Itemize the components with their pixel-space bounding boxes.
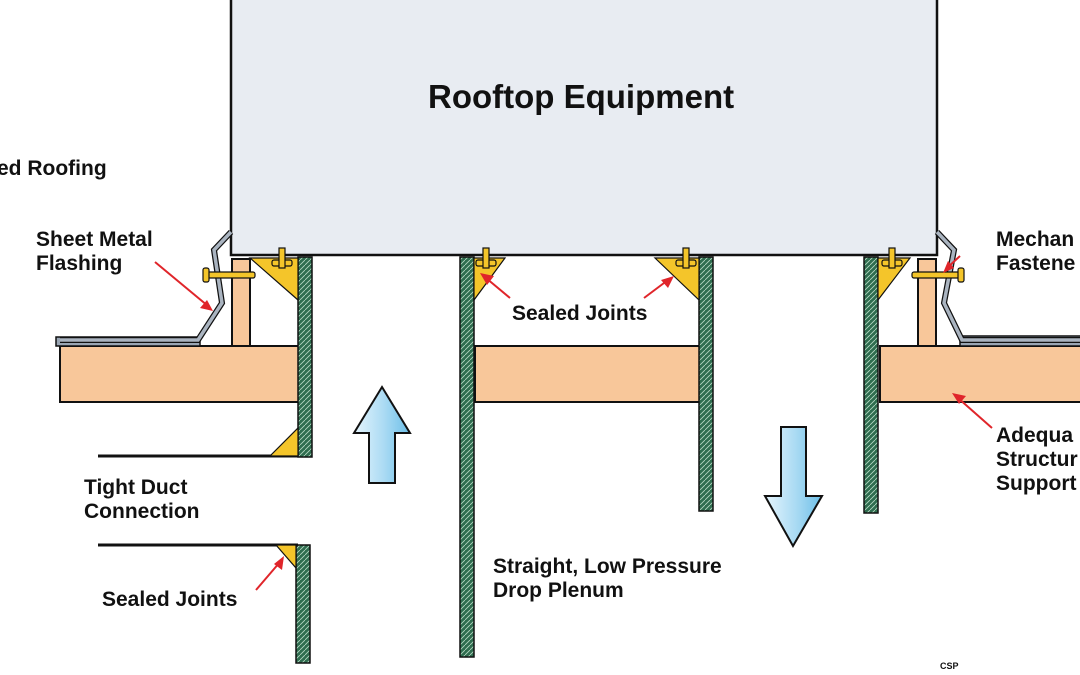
label-sealed-joints-bottom: Sealed Joints bbox=[102, 588, 238, 611]
airflow-return-arrow bbox=[763, 426, 824, 549]
label-roofing: ed Roofing bbox=[0, 157, 107, 180]
duct-wall-left bbox=[297, 256, 313, 458]
label-fasteners: Mechan Fastene bbox=[996, 228, 1076, 275]
label-flashing: Sheet Metal Flashing bbox=[36, 228, 153, 275]
plenum-wall-right bbox=[698, 256, 714, 512]
label-sealed-joints-top: Sealed Joints bbox=[512, 302, 648, 325]
roof-deck-right bbox=[879, 345, 1080, 403]
fastener-left bbox=[202, 267, 256, 283]
airflow-supply-arrow bbox=[352, 385, 412, 484]
equipment-title: Rooftop Equipment bbox=[428, 78, 735, 115]
plenum-wall-left bbox=[459, 256, 475, 658]
roof-deck-center bbox=[474, 345, 701, 403]
duct-wall-right bbox=[863, 256, 879, 514]
label-structural-support: Adequa Structur Support bbox=[996, 424, 1078, 495]
curb-right bbox=[917, 258, 937, 347]
credit-text: CSP bbox=[940, 661, 959, 671]
brackets bbox=[271, 247, 903, 269]
label-duct-connection: Tight Duct Connection bbox=[84, 476, 200, 523]
equipment-unit bbox=[229, 0, 939, 257]
duct-wall-left-lower bbox=[295, 544, 311, 664]
pointer-arrows bbox=[154, 255, 993, 591]
curb-left bbox=[231, 258, 251, 347]
label-plenum: Straight, Low Pressure Drop Plenum bbox=[493, 555, 722, 602]
roof-deck-left bbox=[59, 345, 301, 403]
fastener-right bbox=[911, 267, 965, 283]
